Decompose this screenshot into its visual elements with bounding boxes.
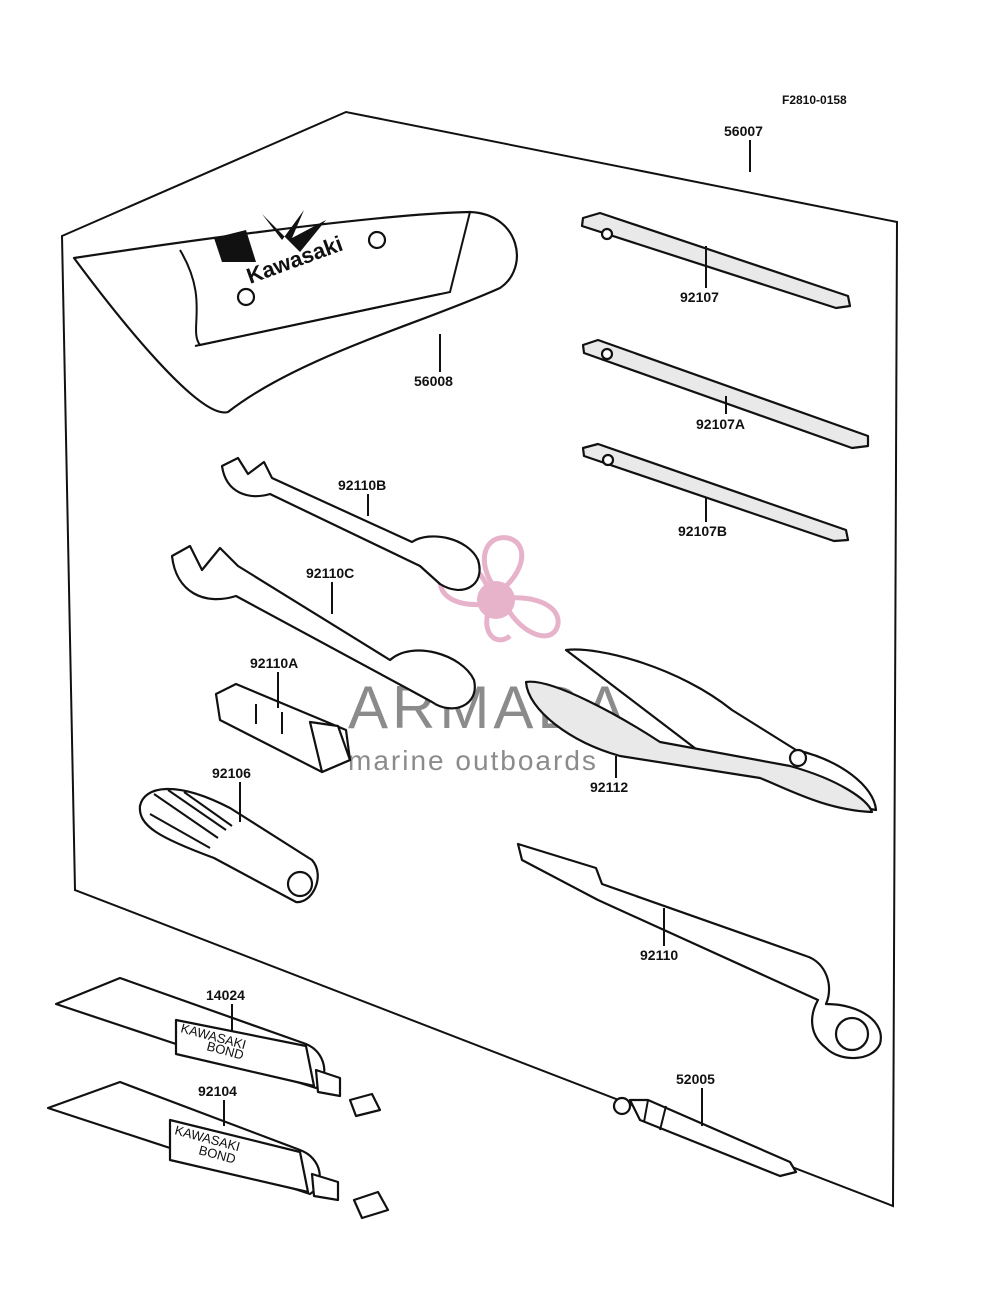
part-ref-92110c: 92110C (306, 565, 354, 581)
pliers-92112 (524, 648, 878, 814)
part-ref-92110b: 92110B (338, 477, 386, 493)
label-92107a: 92107A (696, 396, 745, 432)
box-wrench-92110a (214, 682, 352, 774)
label-92112: 92112 (590, 756, 628, 795)
wrench-92110b (220, 456, 481, 591)
wrench-92110c (170, 544, 476, 710)
bond-tube-92104: KAWASAKI BOND (46, 1080, 390, 1220)
label-92106: 92106 (212, 765, 251, 822)
part-ref-56007: 56007 (724, 123, 763, 139)
label-92107b: 92107B (678, 498, 727, 539)
label-92104: 92104 (198, 1083, 237, 1126)
part-ref-92106: 92106 (212, 765, 251, 781)
spanner-92110 (516, 842, 882, 1060)
screwdriver-92107a (581, 338, 870, 450)
tool-kit-outline (60, 110, 899, 1208)
part-ref-92110: 92110 (640, 947, 678, 963)
label-52005: 52005 (676, 1071, 715, 1126)
label-14024: 14024 (206, 987, 245, 1032)
part-ref-52005: 52005 (676, 1071, 715, 1087)
label-92110a: 92110A (250, 655, 298, 708)
tool-bag-56008: Kawasaki (72, 210, 518, 414)
tool-52005 (612, 1096, 798, 1178)
watermark-subtitle: marine outboards (348, 745, 598, 776)
label-92110b: 92110B (338, 477, 386, 516)
part-ref-92107a: 92107A (696, 416, 745, 432)
part-ref-92107: 92107 (680, 289, 719, 305)
part-ref-14024: 14024 (206, 987, 245, 1003)
figure-code: F2810-0158 (782, 93, 847, 107)
part-ref-92107b: 92107B (678, 523, 727, 539)
part-ref-56008: 56008 (414, 373, 453, 389)
label-56008: 56008 (414, 334, 453, 389)
screwdriver-92107b (581, 442, 850, 543)
handle-92106 (138, 787, 319, 904)
bond-tube-14024: KAWASAKI BOND (54, 976, 382, 1118)
screwdriver-92107 (580, 211, 852, 310)
label-56007: 56007 (724, 123, 763, 172)
label-92107: 92107 (680, 246, 719, 305)
label-92110c: 92110C (306, 565, 354, 614)
label-92110: 92110 (640, 908, 678, 963)
part-ref-92110a: 92110A (250, 655, 298, 671)
part-ref-92104: 92104 (198, 1083, 237, 1099)
part-ref-92112: 92112 (590, 779, 628, 795)
